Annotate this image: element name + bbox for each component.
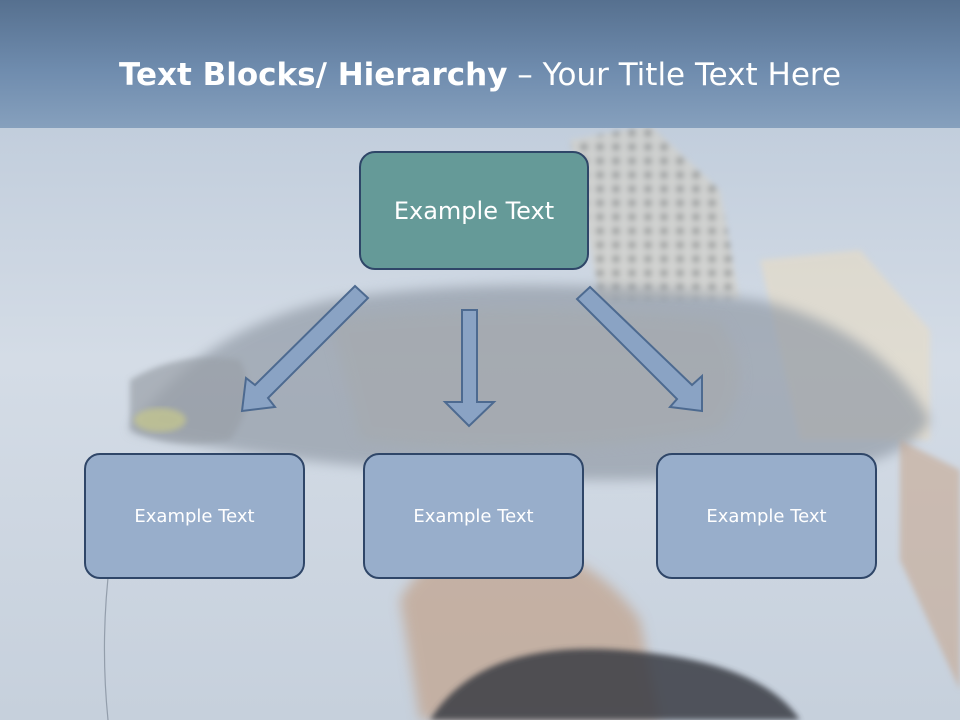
arrow-to-left-box — [240, 284, 370, 413]
page-title: Text Blocks/ Hierarchy – Your Title Text… — [0, 50, 960, 100]
child-box-right: Example Text — [656, 453, 877, 579]
top-box: Example Text — [359, 151, 589, 270]
arrow-to-right-box — [575, 285, 703, 413]
title-band — [0, 0, 960, 128]
child-box-label: Example Text — [413, 505, 534, 527]
child-box-label: Example Text — [134, 505, 255, 527]
child-box-center: Example Text — [363, 453, 584, 579]
title-bold-text: Text Blocks/ Hierarchy — [118, 57, 508, 93]
arrow-to-center-box — [442, 309, 497, 428]
title-rest-text: – Your Title Text Here — [507, 57, 842, 93]
child-box-left: Example Text — [84, 453, 305, 579]
child-box-label: Example Text — [706, 505, 827, 527]
top-box-label: Example Text — [393, 196, 555, 225]
